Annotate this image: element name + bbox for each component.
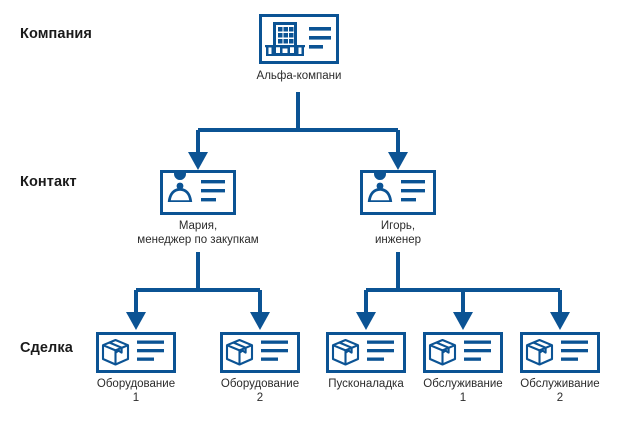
- company-building-card-icon: [259, 14, 339, 64]
- arrowhead-deal-1: [250, 312, 270, 330]
- deal-caption-4: Обслуживание 2: [520, 378, 600, 404]
- deal-caption-2: Пусконаладка: [328, 378, 404, 390]
- row-label-contact: Контакт: [20, 174, 77, 190]
- contact-caption-igor: Игорь, инженер: [374, 220, 421, 246]
- node-deal-3[interactable]: Обслуживание 1: [423, 332, 503, 404]
- node-contact-maria[interactable]: Мария, менеджер по закупкам: [137, 170, 259, 246]
- deal-package-card-icon: [326, 332, 406, 373]
- arrowhead-deal-2: [356, 312, 376, 330]
- node-contact-igor[interactable]: Игорь, инженер: [360, 170, 436, 246]
- company-caption: Альфа-компани: [256, 70, 342, 82]
- contact-caption-maria: Мария, менеджер по закупкам: [137, 220, 259, 246]
- node-deal-4[interactable]: Обслуживание 2: [520, 332, 600, 404]
- arrowhead-contact-0: [188, 152, 208, 170]
- arrowhead-deal-3: [453, 312, 473, 330]
- deal-caption-0: Оборудование 1: [96, 378, 176, 404]
- deal-package-card-icon: [520, 332, 600, 373]
- arrowhead-deal-0: [126, 312, 146, 330]
- deal-package-card-icon: [96, 332, 176, 373]
- deal-package-card-icon: [220, 332, 300, 373]
- arrowhead-deal-4: [550, 312, 570, 330]
- node-deal-0[interactable]: Оборудование 1: [96, 332, 176, 404]
- arrowhead-contact-1: [388, 152, 408, 170]
- deal-caption-1: Оборудование 2: [220, 378, 300, 404]
- row-label-deal: Сделка: [20, 340, 73, 356]
- node-company[interactable]: Альфа-компани: [257, 14, 341, 82]
- node-deal-1[interactable]: Оборудование 2: [220, 332, 300, 404]
- deal-caption-3: Обслуживание 1: [423, 378, 503, 404]
- row-label-company: Компания: [20, 26, 92, 42]
- deal-package-card-icon: [423, 332, 503, 373]
- arrowheads: [126, 152, 570, 330]
- node-deal-2[interactable]: Пусконаладка: [326, 332, 406, 390]
- contact-person-card-icon: [360, 170, 436, 215]
- contact-person-card-icon: [160, 170, 236, 215]
